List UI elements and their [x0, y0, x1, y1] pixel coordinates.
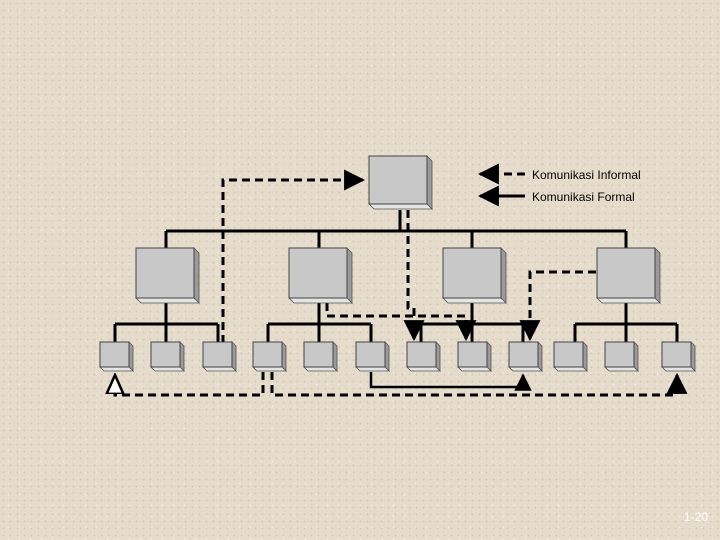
slide-number: 1-20: [683, 510, 708, 524]
staff-box-1: [99, 341, 134, 372]
staff-box-3: [202, 341, 237, 372]
staff-box-10: [553, 341, 588, 372]
formal-arrow-leaf6-leaf9: [369, 372, 532, 391]
informal-arrow-mid4-to-leaf9: [519, 270, 596, 342]
staff-box-4: [252, 341, 287, 372]
manager-box-2: [288, 247, 353, 304]
legend: Komunikasi Informal Komunikasi Formal: [477, 163, 641, 207]
informal-arrow-top-to-leaf7: [403, 210, 425, 342]
informal-arrow-leaf3-to-top: [221, 169, 366, 343]
informal-arrow-leaf4-to-leaf12: [270, 372, 688, 397]
manager-box-1: [135, 247, 200, 304]
informal-arrow-mid2-to-leaf8: [325, 303, 477, 342]
staff-box-7: [406, 341, 441, 372]
staff-box-2: [150, 341, 185, 372]
informal-arrow-leaf4-to-leaf1: [115, 372, 265, 397]
org-boxes: [99, 155, 696, 372]
staff-box-9: [508, 341, 543, 372]
manager-box-3: [442, 247, 507, 304]
staff-box-11: [604, 341, 639, 372]
legend-informal-label: Komunikasi Informal: [532, 168, 641, 182]
legend-formal-label: Komunikasi Formal: [532, 190, 635, 204]
staff-box-6: [355, 341, 390, 372]
top-manager-box: [368, 155, 433, 210]
staff-box-8: [457, 341, 492, 372]
staff-box-12: [661, 341, 696, 372]
informal-lines: [115, 169, 688, 397]
staff-box-5: [303, 341, 338, 372]
manager-box-4: [596, 247, 661, 304]
